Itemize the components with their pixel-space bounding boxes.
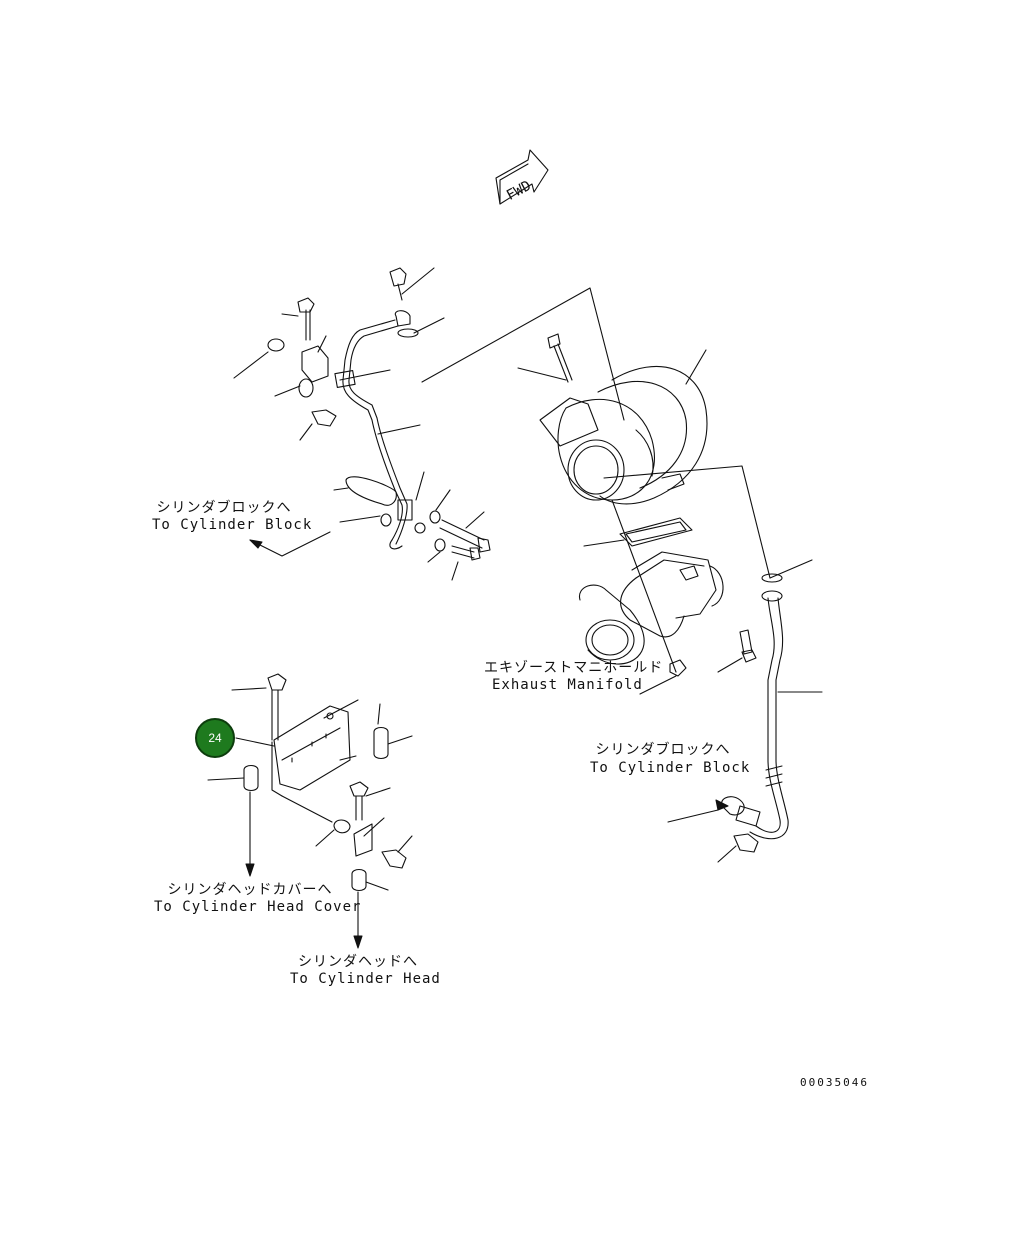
document-number: 00035046 <box>800 1076 869 1089</box>
to-cylinder-head-cover-label-jp: シリンダヘッドカバーへ <box>167 882 333 898</box>
to-cylinder-head-cover-label-en: To Cylinder Head Cover <box>154 899 362 915</box>
turbocharger <box>518 334 707 504</box>
leader-line <box>604 466 770 578</box>
exhaust-manifold-label-en: Exhaust Manifold <box>492 677 643 693</box>
to-cylinder-head-label-en: To Cylinder Head <box>290 971 441 987</box>
fwd-arrow-icon: FWD <box>496 150 548 204</box>
to-cylinder-block-label-right-en: To Cylinder Block <box>590 760 751 776</box>
leader-line <box>612 500 676 672</box>
bracket-assembly <box>208 674 412 948</box>
part-callout-number: 24 <box>208 731 222 745</box>
to-cylinder-block-label-left-en: To Cylinder Block <box>152 517 313 533</box>
exhaust-manifold <box>579 518 723 694</box>
to-cylinder-block-label-right-jp: シリンダブロックへ <box>595 742 731 758</box>
svg-text:FWD: FWD <box>504 178 534 204</box>
exhaust-manifold-label-jp: エキゾーストマニホールド <box>484 660 664 676</box>
to-cylinder-block-label-left-jp: シリンダブロックへ <box>156 500 292 516</box>
part-callout-24[interactable]: 24 <box>195 718 235 758</box>
oil-inlet-pipe-assembly <box>234 268 490 580</box>
oil-return-pipe <box>668 560 822 862</box>
leader-line <box>422 288 624 420</box>
to-cylinder-head-label-jp: シリンダヘッドへ <box>298 954 418 970</box>
